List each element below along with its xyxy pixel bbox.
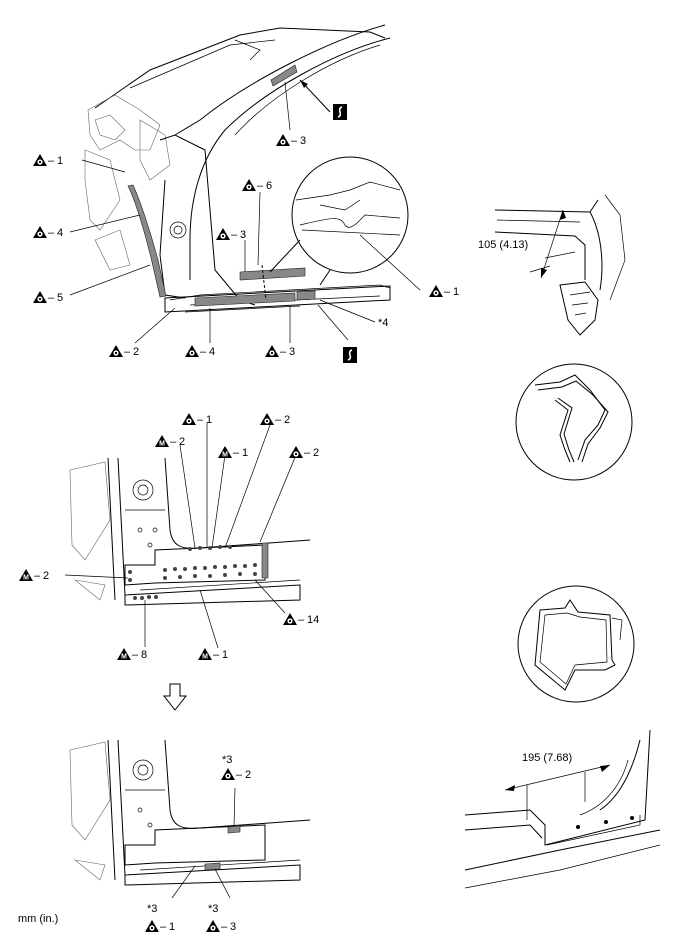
mig-weld-icon: [198, 648, 212, 661]
spot-weld-icon: [33, 154, 47, 166]
svg-text:–: –: [275, 414, 282, 426]
callout-label: 2: [179, 436, 185, 448]
callout-label: 1: [57, 155, 63, 167]
spot-weld-icon: [185, 345, 199, 357]
svg-text:–: –: [48, 155, 55, 167]
mig-weld-icon: [218, 446, 232, 459]
spot-weld-icon: [283, 613, 297, 625]
callout-label: 4: [209, 346, 215, 358]
section-view-1: [515, 363, 633, 481]
callout-label: 2: [245, 769, 251, 781]
callout-label: 2: [313, 447, 319, 459]
svg-text:–: –: [197, 414, 204, 426]
svg-text:–: –: [124, 346, 131, 358]
svg-text:–: –: [280, 346, 287, 358]
callout-label: 8: [141, 649, 147, 661]
callout-label: 3: [300, 135, 306, 147]
sectioning-icon: [342, 346, 358, 364]
svg-text:–: –: [291, 135, 298, 147]
svg-text:–: –: [233, 447, 240, 459]
note-label: *3: [208, 903, 218, 915]
spot-weld-icon: [289, 446, 303, 458]
callout-label: *4: [378, 317, 388, 329]
callout-label: 5: [57, 292, 63, 304]
note-label: *3: [147, 903, 157, 915]
callout-label: 1: [242, 447, 248, 459]
spot-weld-icon: [182, 413, 196, 425]
spot-weld-icon: [276, 134, 290, 146]
svg-text:–: –: [231, 229, 238, 241]
svg-text:–: –: [444, 286, 451, 298]
bottom-pillar-view: [69, 739, 311, 899]
svg-text:–: –: [200, 346, 207, 358]
spot-weld-icon: [33, 291, 47, 303]
spot-weld-icon: [206, 920, 220, 932]
callout-label: 2: [284, 414, 290, 426]
callout-label: 1: [222, 649, 228, 661]
callout-label: 3: [240, 229, 246, 241]
spot-weld-icon: [109, 345, 123, 357]
svg-text:–: –: [304, 447, 311, 459]
spot-weld-icon: [242, 179, 256, 191]
top-vehicle-body-view: [69, 24, 421, 344]
svg-text:–: –: [213, 649, 220, 661]
unit-note: mm (in.): [18, 913, 58, 925]
spot-weld-icon: [216, 228, 230, 240]
svg-text:–: –: [170, 436, 177, 448]
svg-text:–: –: [160, 921, 167, 933]
spot-weld-icon: [145, 920, 159, 932]
svg-text:–: –: [236, 769, 243, 781]
spot-weld-icon: [260, 413, 274, 425]
spot-weld-icon: [265, 345, 279, 357]
svg-text:–: –: [132, 649, 139, 661]
callout-label: 2: [133, 346, 139, 358]
svg-text:–: –: [257, 180, 264, 192]
callout-label: 6: [266, 180, 272, 192]
mig-weld-icon: [117, 648, 131, 661]
bottom-right-detail: [464, 729, 661, 889]
svg-text:–: –: [221, 921, 228, 933]
spot-weld-icon: [33, 226, 47, 238]
sectioning-icon: [332, 103, 348, 121]
callout-label: 4: [57, 227, 63, 239]
callout-label: 14: [307, 614, 319, 626]
callout-label: 1: [206, 414, 212, 426]
dimension-label: 105 (4.13): [478, 239, 528, 251]
callout-label: 3: [230, 921, 236, 933]
dimension-label: 195 (7.68): [522, 752, 572, 764]
section-view-2: [517, 585, 635, 703]
svg-text:–: –: [48, 227, 55, 239]
callout-label: 2: [43, 570, 49, 582]
down-arrow-icon: [162, 683, 188, 711]
callout-label: 1: [453, 286, 459, 298]
svg-text:–: –: [298, 614, 305, 626]
mig-weld-icon: [19, 569, 33, 582]
callout-label: 3: [289, 346, 295, 358]
callout-label: 1: [169, 921, 175, 933]
svg-text:–: –: [34, 570, 41, 582]
middle-pillar-view: [64, 423, 311, 649]
mig-weld-icon: [155, 435, 169, 448]
svg-text:–: –: [48, 292, 55, 304]
top-right-detail: [494, 194, 626, 336]
note-label: *3: [222, 754, 232, 766]
spot-weld-icon: [429, 285, 443, 297]
spot-weld-icon: [221, 768, 235, 780]
